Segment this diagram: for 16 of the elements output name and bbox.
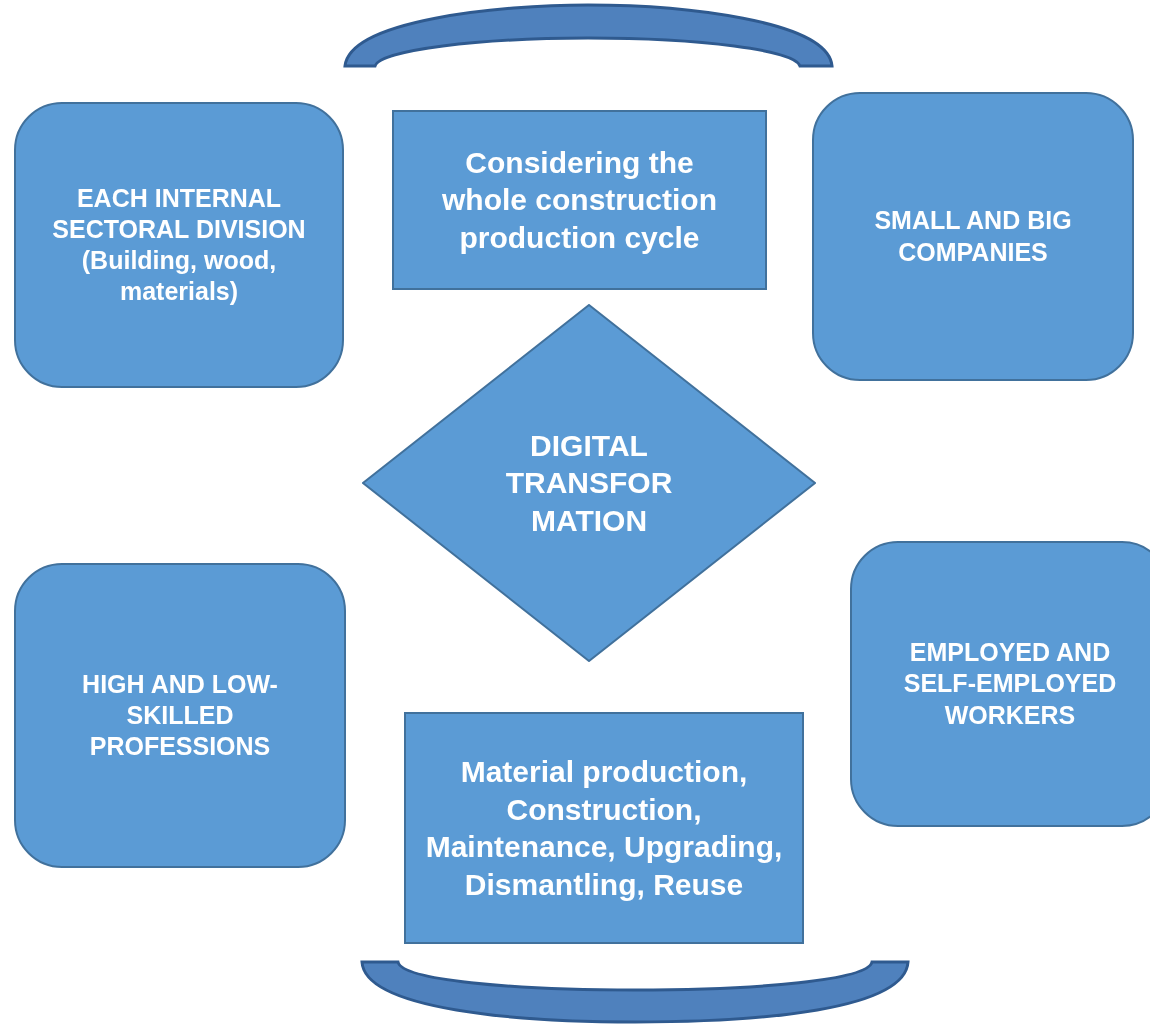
node-label: SMALL AND BIG COMPANIES bbox=[873, 205, 1073, 268]
curved-bracket bbox=[343, 3, 834, 68]
text-box bbox=[404, 712, 804, 944]
rounded-box bbox=[812, 92, 1134, 381]
node-label: HIGH AND LOW-SKILLED PROFESSIONS bbox=[81, 668, 279, 763]
node-label: Considering the whole construction production cycle bbox=[441, 144, 718, 256]
diamond bbox=[362, 304, 816, 662]
node-label: EACH INTERNAL SECTORAL DIVISION (Building, wood, materials) bbox=[51, 182, 307, 308]
node-label: Material production, Construction, Maintenance, Upgrading, Dismantling, Reuse bbox=[424, 754, 784, 903]
rounded-box bbox=[14, 102, 344, 388]
rounded-box bbox=[14, 563, 346, 868]
node-label: EMPLOYED AND SELF-EMPLOYED WORKERS bbox=[902, 637, 1118, 731]
curved-bracket bbox=[360, 960, 910, 1024]
text-box bbox=[392, 110, 767, 290]
rounded-box bbox=[850, 541, 1150, 827]
node-label: DIGITAL TRANSFOR MATION bbox=[505, 427, 673, 539]
